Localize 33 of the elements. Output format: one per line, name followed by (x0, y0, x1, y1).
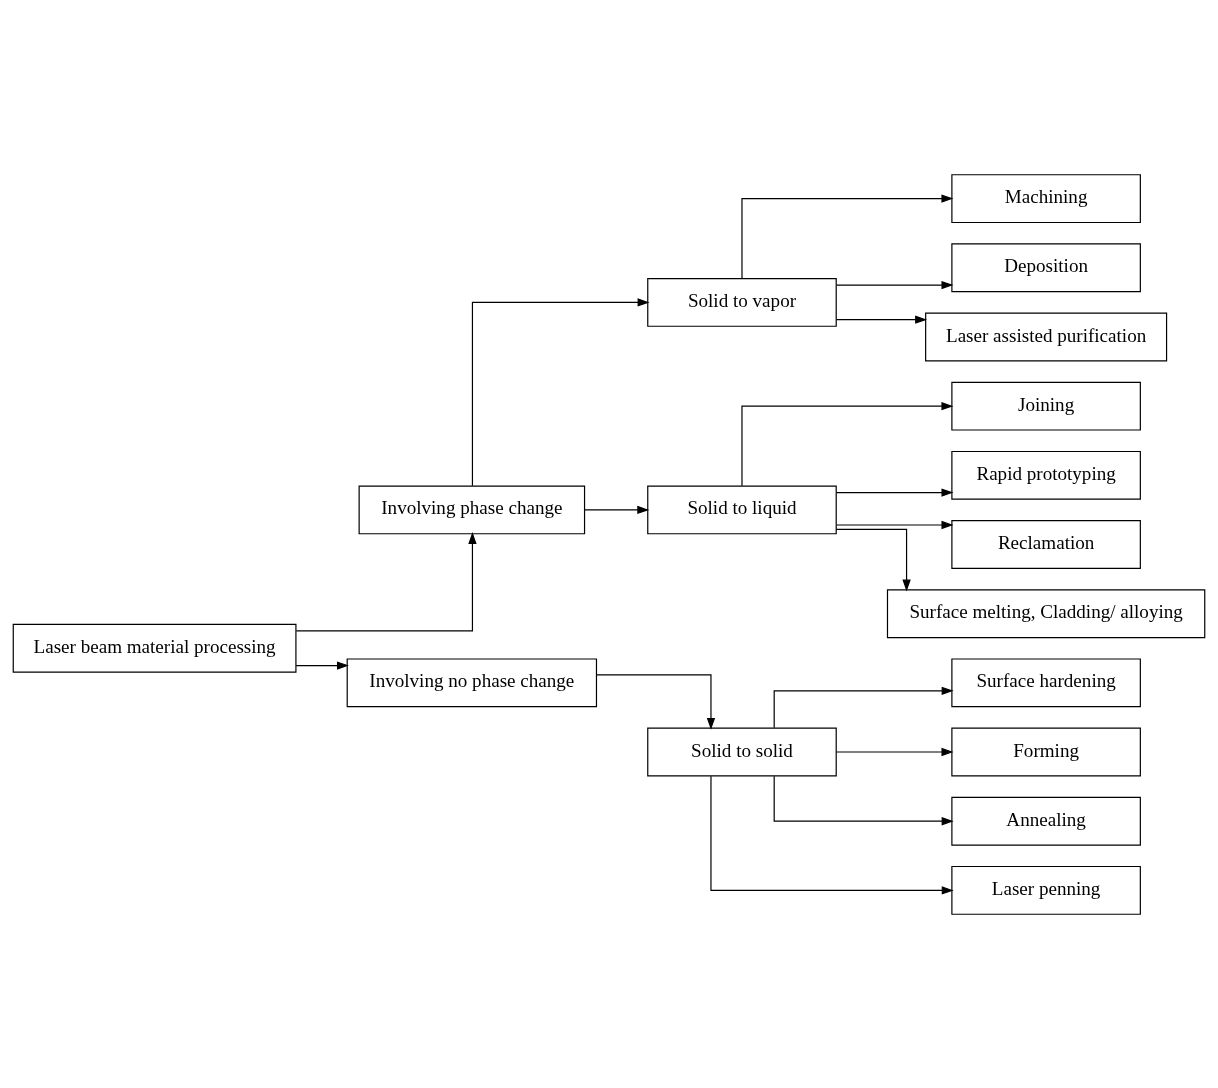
node-box: Deposition (951, 242, 1141, 292)
arrow (835, 280, 954, 289)
arrow (835, 528, 911, 592)
arrow (295, 531, 477, 632)
node-box: Reclamation (951, 519, 1141, 569)
node-box: Machining (951, 173, 1141, 223)
node-box: Laser beam material processing (12, 623, 297, 673)
arrow (596, 673, 716, 730)
arrow (835, 747, 954, 756)
arrow (295, 660, 349, 670)
node-box: Annealing (951, 796, 1141, 846)
node-box: Involving no phase change (346, 657, 598, 707)
node-box: Solid to vapor (647, 277, 837, 327)
node-box: Forming (951, 727, 1141, 776)
arrow (773, 775, 954, 825)
arrow (741, 193, 954, 279)
node-box: Laser assisted purification (925, 312, 1168, 361)
arrow (710, 775, 954, 895)
node-box: Surface melting, Cladding/ alloying (886, 588, 1206, 638)
arrow (584, 505, 650, 514)
arrow (773, 686, 954, 728)
arrow (741, 401, 954, 486)
arrow (471, 297, 650, 486)
node-box: Solid to liquid (647, 484, 837, 534)
node-box: Rapid prototyping (951, 450, 1141, 500)
node-box: Surface hardening (951, 657, 1141, 707)
node-box: Laser penning (951, 865, 1141, 915)
arrow (835, 520, 954, 529)
arrow (835, 315, 928, 324)
node-box: Joining (951, 381, 1141, 431)
arrow (835, 487, 954, 497)
node-box: Solid to solid (647, 727, 837, 776)
node-box: Involving phase change (358, 484, 586, 534)
